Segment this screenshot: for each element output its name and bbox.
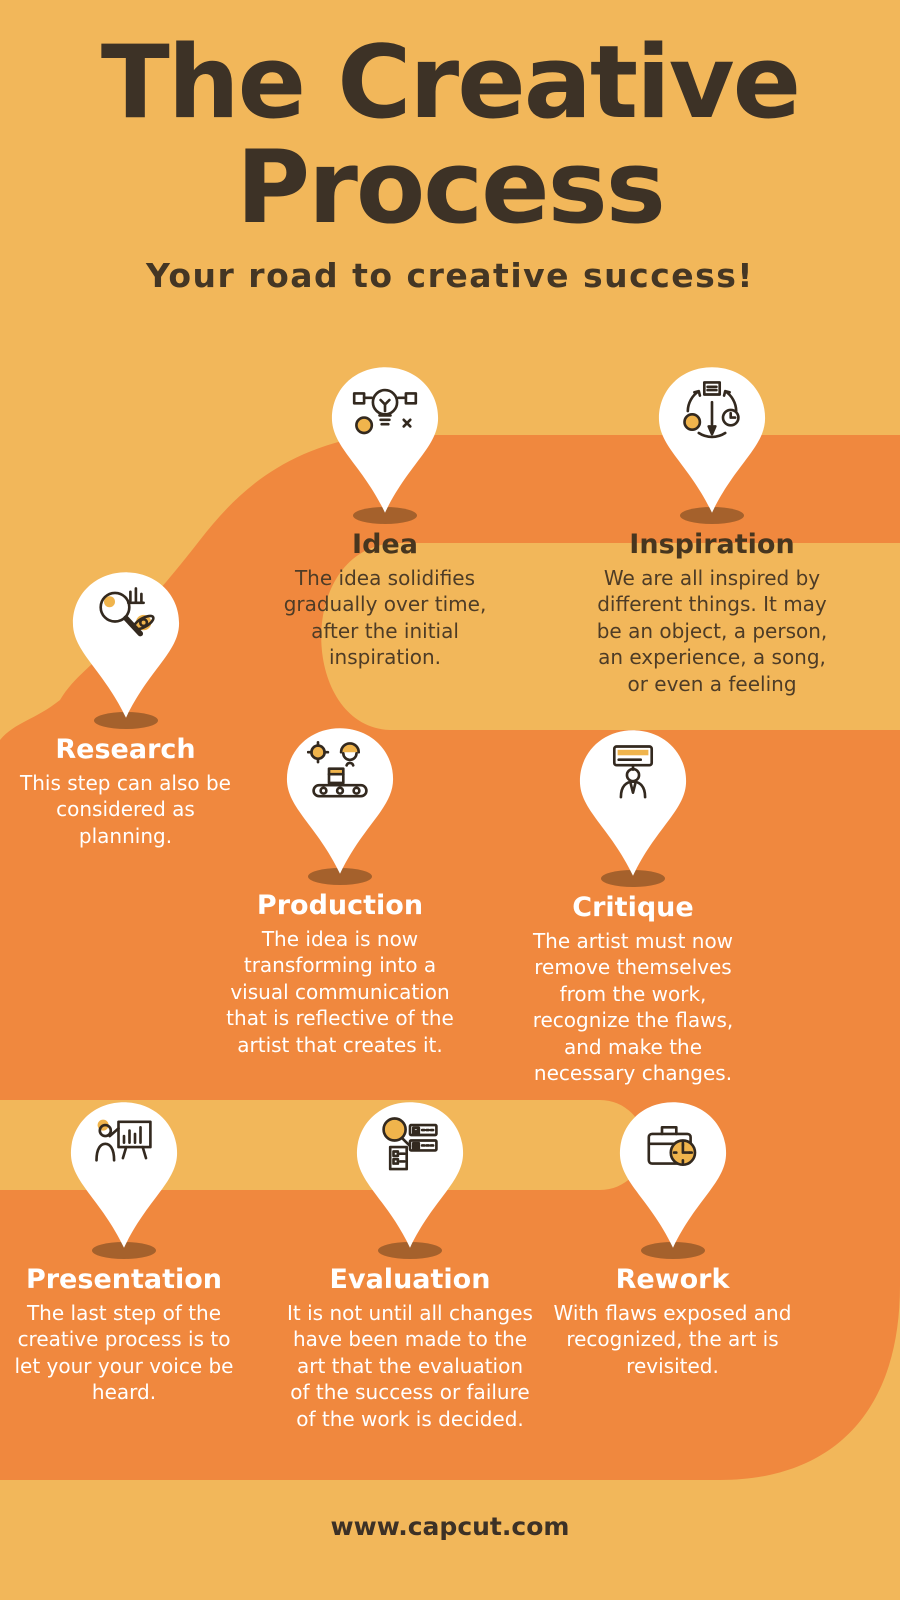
step-description: We are all inspired by different things.…: [596, 566, 828, 696]
pin-shadow: [353, 507, 417, 524]
step-presentation: Presentation The last step of the creati…: [4, 1100, 244, 1406]
step-research: Research This step can also be considere…: [18, 570, 233, 849]
map-pin-icon: [579, 730, 687, 876]
step-title: Rework: [615, 1264, 730, 1295]
step-production: Production The idea is now transforming …: [224, 726, 456, 1058]
rework-toolbox-icon: [646, 1125, 696, 1167]
pin-shadow: [680, 507, 744, 524]
map-pin-icon: [658, 367, 766, 513]
step-description: The idea solidifies gradually over time,…: [283, 566, 487, 670]
pin-shadow: [308, 868, 372, 885]
step-description: It is not until all changes have been ma…: [287, 1301, 533, 1431]
step-description: The last step of the creative process is…: [14, 1301, 234, 1405]
step-title: Inspiration: [629, 529, 795, 560]
pin-shadow: [93, 712, 158, 729]
presentation-pin: [66, 1100, 182, 1259]
research-magnifier-icon: [98, 587, 155, 637]
step-title: Idea: [352, 529, 418, 560]
critique-pin: [575, 728, 691, 887]
step-inspiration: Inspiration We are all inspired by diffe…: [592, 365, 832, 697]
step-title: Production: [256, 890, 424, 921]
step-description: With flaws exposed and recognized, the a…: [553, 1301, 792, 1378]
map-pin-icon: [356, 1102, 464, 1248]
idea-lightbulb-icon: [352, 388, 418, 435]
inspiration-pin: [654, 365, 770, 524]
step-idea: Idea The idea solidifies gradually over …: [270, 365, 500, 671]
step-rework: Rework With flaws exposed and recognized…: [550, 1100, 795, 1379]
step-evaluation: Evaluation It is not until all changes h…: [286, 1100, 534, 1432]
step-title: Research: [55, 734, 196, 765]
pin-shadow: [601, 870, 665, 887]
pin-shadow: [92, 1242, 156, 1259]
header: The Creative Process Your road to creati…: [0, 23, 900, 296]
map-pin-icon: [286, 728, 394, 874]
step-title: Critique: [572, 892, 694, 923]
production-pin: [282, 726, 398, 885]
pin-shadow: [378, 1242, 442, 1259]
step-description: The idea is now transforming into a visu…: [226, 927, 454, 1057]
step-critique: Critique The artist must now remove them…: [513, 728, 753, 1086]
step-description: The artist must now remove themselves fr…: [532, 929, 734, 1085]
critique-person-icon: [612, 745, 654, 799]
research-pin: [68, 570, 184, 729]
production-conveyor-icon: [307, 740, 368, 798]
step-title: Evaluation: [329, 1264, 491, 1295]
page-title-line1: The Creative: [100, 23, 801, 141]
map-pin-icon: [619, 1102, 726, 1248]
evaluation-checklist-icon: [382, 1117, 438, 1171]
step-title: Presentation: [25, 1264, 223, 1295]
page-title-line2: Process: [236, 128, 666, 247]
footer-url: www.capcut.com: [330, 1512, 570, 1541]
page-subtitle: Your road to creative success!: [146, 256, 754, 296]
page-title: The Creative Process: [0, 23, 900, 247]
idea-pin: [327, 365, 443, 524]
evaluation-pin: [352, 1100, 468, 1259]
step-description: This step can also be considered as plan…: [20, 771, 231, 848]
presentation-board-icon: [95, 1119, 152, 1162]
rework-pin: [615, 1100, 731, 1259]
inspiration-cycle-icon: [683, 381, 740, 439]
pin-shadow: [640, 1242, 705, 1259]
